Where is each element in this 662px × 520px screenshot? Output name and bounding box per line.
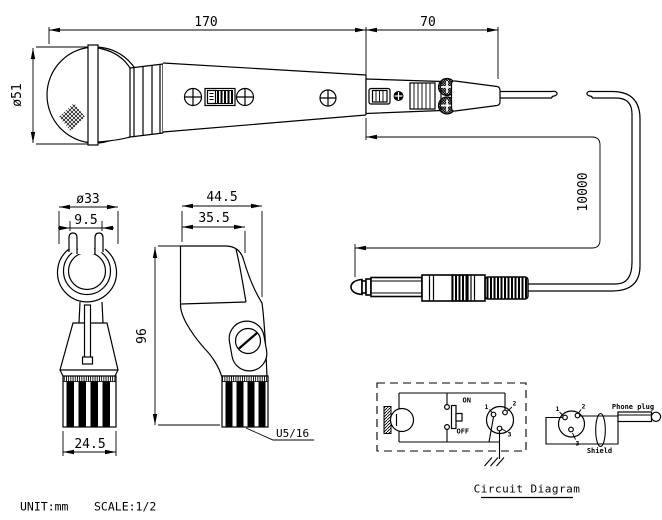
dim-holder-width-value: 44.5: [206, 190, 237, 205]
xlr-pin-label: 3: [508, 431, 512, 439]
plug-shaft: [370, 276, 423, 298]
mic-connector-housing: [365, 78, 442, 115]
clip-slot: [83, 304, 92, 359]
dim-holder-top-width: 35.5: [182, 211, 246, 253]
handle-switch-icon: [204, 87, 236, 107]
xlr-pin-label: 1: [556, 405, 560, 413]
circuit-title: Circuit Diagram: [474, 483, 581, 496]
plug-tip: [350, 278, 363, 296]
thread-label: U5/16: [276, 427, 309, 440]
xlr-connector-symbol: [485, 405, 515, 435]
clip-body-outline: [56, 248, 118, 303]
phone-plug-label: Phone plug: [612, 403, 654, 411]
cable-break-icon: [551, 90, 558, 99]
phone-plug-drawing: [350, 274, 529, 302]
cable-break-icon: [586, 90, 593, 99]
xlr-pin-label: 2: [513, 400, 517, 408]
mic-ball-seam-ring: [87, 44, 99, 146]
mic-element-symbol: [383, 406, 415, 434]
xlr-pin-label: 1: [485, 403, 489, 411]
handle-screw-icon: [183, 87, 203, 107]
dim-mic-diameter: ø51: [10, 46, 90, 145]
switch-off-label: OFF: [457, 428, 470, 436]
dim-clip-gap: 9.5: [58, 213, 114, 231]
dim-clip-base-width-value: 24.5: [74, 437, 105, 452]
scale-note: SCALE:1/2: [94, 500, 156, 514]
dim-connector-length-value: 70: [420, 15, 436, 30]
cable-xlr-symbol: [545, 409, 619, 445]
dim-mic-length: 170: [48, 15, 367, 77]
unit-note: UNIT:mm: [20, 500, 69, 514]
dim-mic-diameter-value: ø51: [10, 83, 25, 106]
clip-ring-hole: [67, 251, 107, 291]
grille-hatch-icon: [59, 103, 85, 131]
clip-side-view: U5/16: [179, 245, 314, 441]
dim-cable-length: 10000: [354, 118, 601, 277]
xlr-pin-label: 3: [576, 440, 580, 448]
handle-screw-icon: [235, 87, 255, 107]
phone-plug-symbol: [617, 411, 662, 423]
dim-holder-width: 44.5: [181, 190, 263, 297]
ground-symbol: [484, 457, 505, 467]
handle-screw-icon: [319, 89, 337, 107]
dim-connector-length: 70: [366, 15, 499, 79]
dim-holder-height: 96: [135, 245, 220, 426]
plug-strain-relief: [484, 276, 529, 300]
onoff-switch-symbol: [444, 404, 463, 431]
dim-clip-gap-value: 9.5: [74, 213, 97, 228]
dim-clip-base-width: 24.5: [62, 431, 117, 456]
thread-leader-line: [245, 427, 314, 441]
dim-cable-length-value: 10000: [576, 172, 591, 211]
dim-mic-length-value: 170: [194, 15, 217, 30]
strain-relief-boot: [450, 80, 501, 112]
shield-label: Shield: [587, 447, 612, 455]
cable-run: [500, 90, 641, 292]
dim-holder-top-width-value: 35.5: [198, 211, 229, 226]
xlr-pin-label: 2: [582, 403, 586, 411]
shield-ellipse: [595, 412, 606, 448]
mic-side-view: [46, 44, 501, 146]
clip-prong: [68, 232, 78, 254]
clip-prong: [94, 232, 104, 254]
switch-on-label: ON: [463, 397, 471, 405]
clip-front-view: [56, 232, 119, 428]
dim-clip-outer-diameter-value: ø33: [76, 192, 99, 207]
dim-holder-height-value: 96: [135, 328, 150, 344]
circuit-diagram: ON OFF 1 2 3 1 2 3 Shield: [376, 382, 662, 499]
footer-notes: UNIT:mm SCALE:1/2: [20, 500, 156, 514]
circuit-enclosure: [376, 382, 527, 452]
